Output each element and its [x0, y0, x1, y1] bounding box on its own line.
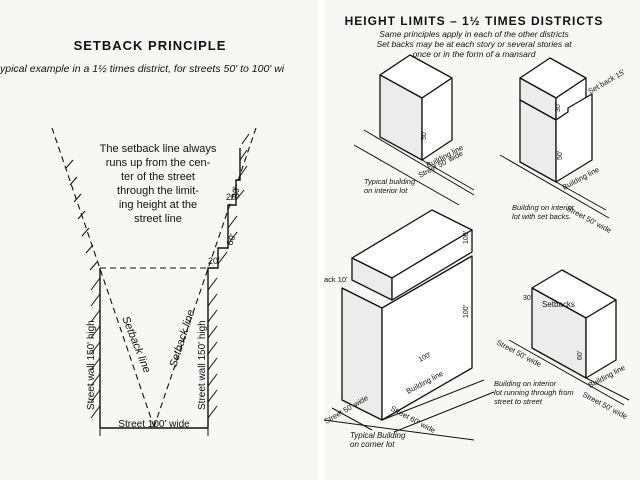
figure-caption: Typical building	[364, 177, 416, 186]
height-limits-title: HEIGHT LIMITS – 1½ TIMES DISTRICTS	[345, 14, 604, 28]
setback-mark: ack 10'	[324, 275, 348, 284]
note-line: ing height at the	[119, 199, 197, 211]
figure-through-lot: Setbacks 30' 60' Building line Street 50…	[494, 269, 630, 421]
street-base	[99, 427, 209, 436]
height-limits-diagram: HEIGHT LIMITS – 1½ TIMES DISTRICTS Same …	[324, 14, 630, 449]
setback-line-left	[51, 127, 155, 428]
setback-principle-panel: SETBACK PRINCIPLE ypical example in a 1½…	[0, 0, 318, 480]
dimension-label: 60'	[224, 232, 238, 247]
figure-caption: lot with set backs.	[512, 212, 571, 221]
figure-interior-lot: 50' Building line Street 50' wide Typica…	[353, 54, 475, 206]
figure-corner-lot: 100' 100' ack 10' 100' Building line Str…	[324, 209, 495, 449]
note-line: street line	[134, 213, 182, 225]
height-limits-panel: HEIGHT LIMITS – 1½ TIMES DISTRICTS Same …	[324, 0, 640, 480]
figure-caption: Building on interior	[494, 379, 557, 388]
setback-note: The setback line always runs up from the…	[100, 143, 217, 225]
setback-title: SETBACK PRINCIPLE	[74, 38, 227, 53]
figure-caption: street to street	[494, 397, 543, 406]
setback-label: Set back 15'	[587, 67, 628, 96]
panel-divider	[318, 0, 324, 480]
street-width-label: Street 100' wide	[118, 419, 190, 430]
note-line: through the limit-	[117, 185, 199, 197]
height-mark: 100'	[463, 305, 470, 318]
wall-label-right: Street wall 150' high	[197, 320, 208, 410]
small-mark: 30'	[523, 295, 532, 302]
height-mark: 50'	[421, 131, 428, 140]
setback-diagram: SETBACK PRINCIPLE ypical example in a 1½…	[0, 38, 285, 436]
intro-line: Same principles apply in each of the oth…	[379, 29, 569, 39]
setback-subtitle: ypical example in a 1½ times district, f…	[0, 63, 285, 75]
note-line: runs up from the cen-	[106, 157, 211, 169]
figure-caption: on corner lot	[350, 440, 395, 449]
top-mark: 30'	[555, 103, 562, 112]
height-mark: 60'	[577, 351, 584, 360]
figure-caption: lot running through from	[494, 388, 574, 397]
figure-caption: Building on interior	[512, 203, 575, 212]
setback-line-right	[153, 127, 257, 428]
setback-label: Setbacks	[542, 300, 575, 309]
intro-line: once or in the form of a mansard	[413, 49, 536, 59]
figure-caption: Typical Building	[350, 431, 406, 440]
right-building-wall	[207, 133, 250, 428]
top-mark: 100'	[463, 231, 470, 244]
height-mark: 50'	[557, 151, 564, 160]
figure-caption: on interior lot	[364, 186, 408, 195]
setback-label-right: Setback line	[167, 308, 197, 369]
note-line: The setback line always	[100, 143, 217, 155]
note-line: ter of the street	[121, 171, 195, 183]
intro-line: Set backs may be at each story or severa…	[376, 39, 572, 49]
dimension-label: 20'	[208, 256, 220, 266]
wall-label-left: Street wall 150' high	[86, 320, 97, 410]
dimension-label: 20'	[226, 192, 238, 202]
dimension-label: 30'	[231, 186, 241, 198]
figure-interior-setbacks: 30' Set back 15' 50' Building line Stree…	[499, 57, 628, 235]
setback-label-left: Setback line	[119, 315, 153, 375]
